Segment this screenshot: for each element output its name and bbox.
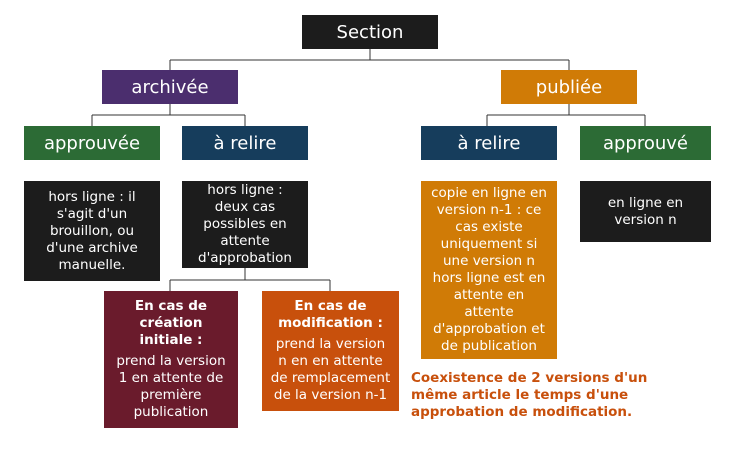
publiee-approuve-label: approuvé: [602, 132, 689, 154]
modification-case-box: En cas de modification : prend la versio…: [262, 291, 399, 411]
modification-case-title: En cas de modification :: [278, 298, 383, 331]
publiee-a-relire-desc-box: copie en ligne en version n-1 : ce cas e…: [421, 181, 557, 359]
coexistence-note: Coexistence de 2 versions d'un même arti…: [411, 370, 648, 420]
creation-case-title: En cas de création initiale :: [134, 298, 208, 348]
archivee-a-relire-node: à relire: [182, 126, 308, 160]
modification-case-desc: prend la version n en en attente de remp…: [270, 336, 391, 403]
archivee-a-relire-desc-box: hors ligne : deux cas possibles en atten…: [182, 181, 308, 268]
publiee-approuve-desc-box: en ligne en version n: [580, 181, 711, 242]
publiee-label: publiée: [535, 76, 603, 98]
publiee-a-relire-node: à relire: [421, 126, 557, 160]
archivee-a-relire-label: à relire: [213, 132, 277, 154]
archivee-a-relire-desc: hors ligne : deux cas possibles en atten…: [198, 182, 292, 266]
publiee-a-relire-desc: copie en ligne en version n-1 : ce cas e…: [431, 185, 547, 354]
publiee-approuve-node: approuvé: [580, 126, 711, 160]
archivee-approuvee-desc: hors ligne : il s'agit d'un brouillon, o…: [46, 188, 138, 273]
publiee-approuve-desc: en ligne en version n: [607, 194, 684, 228]
publiee-node: publiée: [501, 70, 637, 104]
archivee-approuvee-label: approuvée: [43, 132, 141, 154]
archivee-approuvee-node: approuvée: [24, 126, 160, 160]
creation-case-desc: prend la version 1 en attente de premièr…: [116, 353, 226, 420]
publiee-a-relire-label: à relire: [457, 132, 521, 154]
creation-case-box: En cas de création initiale : prend la v…: [104, 291, 238, 428]
section-node: Section: [302, 15, 438, 49]
archivee-node: archivée: [102, 70, 238, 104]
archivee-approuvee-desc-box: hors ligne : il s'agit d'un brouillon, o…: [24, 181, 160, 281]
section-label: Section: [336, 21, 404, 43]
archivee-label: archivée: [131, 76, 209, 98]
